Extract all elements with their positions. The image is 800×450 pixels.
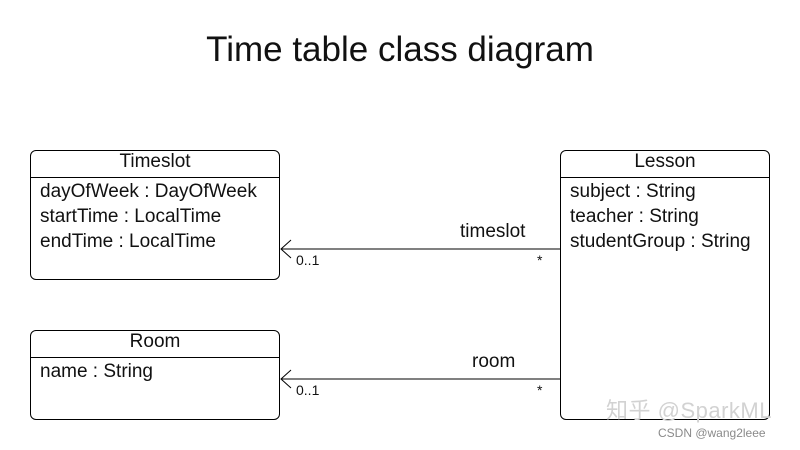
attribute-end-time: endTime : LocalTime bbox=[40, 231, 216, 252]
diagram-title: Time table class diagram bbox=[206, 30, 594, 69]
room-attributes: name : String bbox=[31, 358, 279, 384]
lesson-class-box[interactable]: Lesson subject : String teacher : String… bbox=[560, 150, 770, 420]
room-target-multiplicity: 0..1 bbox=[296, 382, 320, 398]
timeslot-target-multiplicity: 0..1 bbox=[296, 252, 320, 268]
room-association bbox=[280, 369, 560, 389]
room-source-multiplicity: * bbox=[537, 382, 543, 398]
room-class-box[interactable]: Room name : String bbox=[30, 330, 280, 420]
room-class-name: Room bbox=[31, 331, 279, 358]
attribute-day-of-week: dayOfWeek : DayOfWeek bbox=[40, 181, 257, 202]
timeslot-arrowhead bbox=[280, 239, 292, 259]
attribute-student-group: studentGroup : String bbox=[570, 231, 751, 252]
lesson-attributes: subject : String teacher : String studen… bbox=[561, 178, 769, 254]
timeslot-association bbox=[280, 239, 560, 259]
attribute-teacher: teacher : String bbox=[570, 206, 699, 227]
attribute-room-name: name : String bbox=[40, 361, 153, 382]
timeslot-association-label: timeslot bbox=[460, 221, 526, 242]
timeslot-source-multiplicity: * bbox=[537, 252, 543, 268]
room-association-label: room bbox=[472, 351, 516, 372]
timeslot-class-name: Timeslot bbox=[31, 151, 279, 178]
csdn-watermark: CSDN @wang2leee bbox=[658, 426, 766, 440]
attribute-subject: subject : String bbox=[570, 181, 696, 202]
zhihu-watermark: 知乎 @SparkML bbox=[606, 398, 772, 423]
timeslot-attributes: dayOfWeek : DayOfWeek startTime : LocalT… bbox=[31, 178, 279, 254]
timeslot-class-box[interactable]: Timeslot dayOfWeek : DayOfWeek startTime… bbox=[30, 150, 280, 280]
lesson-class-name: Lesson bbox=[561, 151, 769, 178]
room-arrowhead bbox=[280, 369, 292, 389]
attribute-start-time: startTime : LocalTime bbox=[40, 206, 222, 227]
